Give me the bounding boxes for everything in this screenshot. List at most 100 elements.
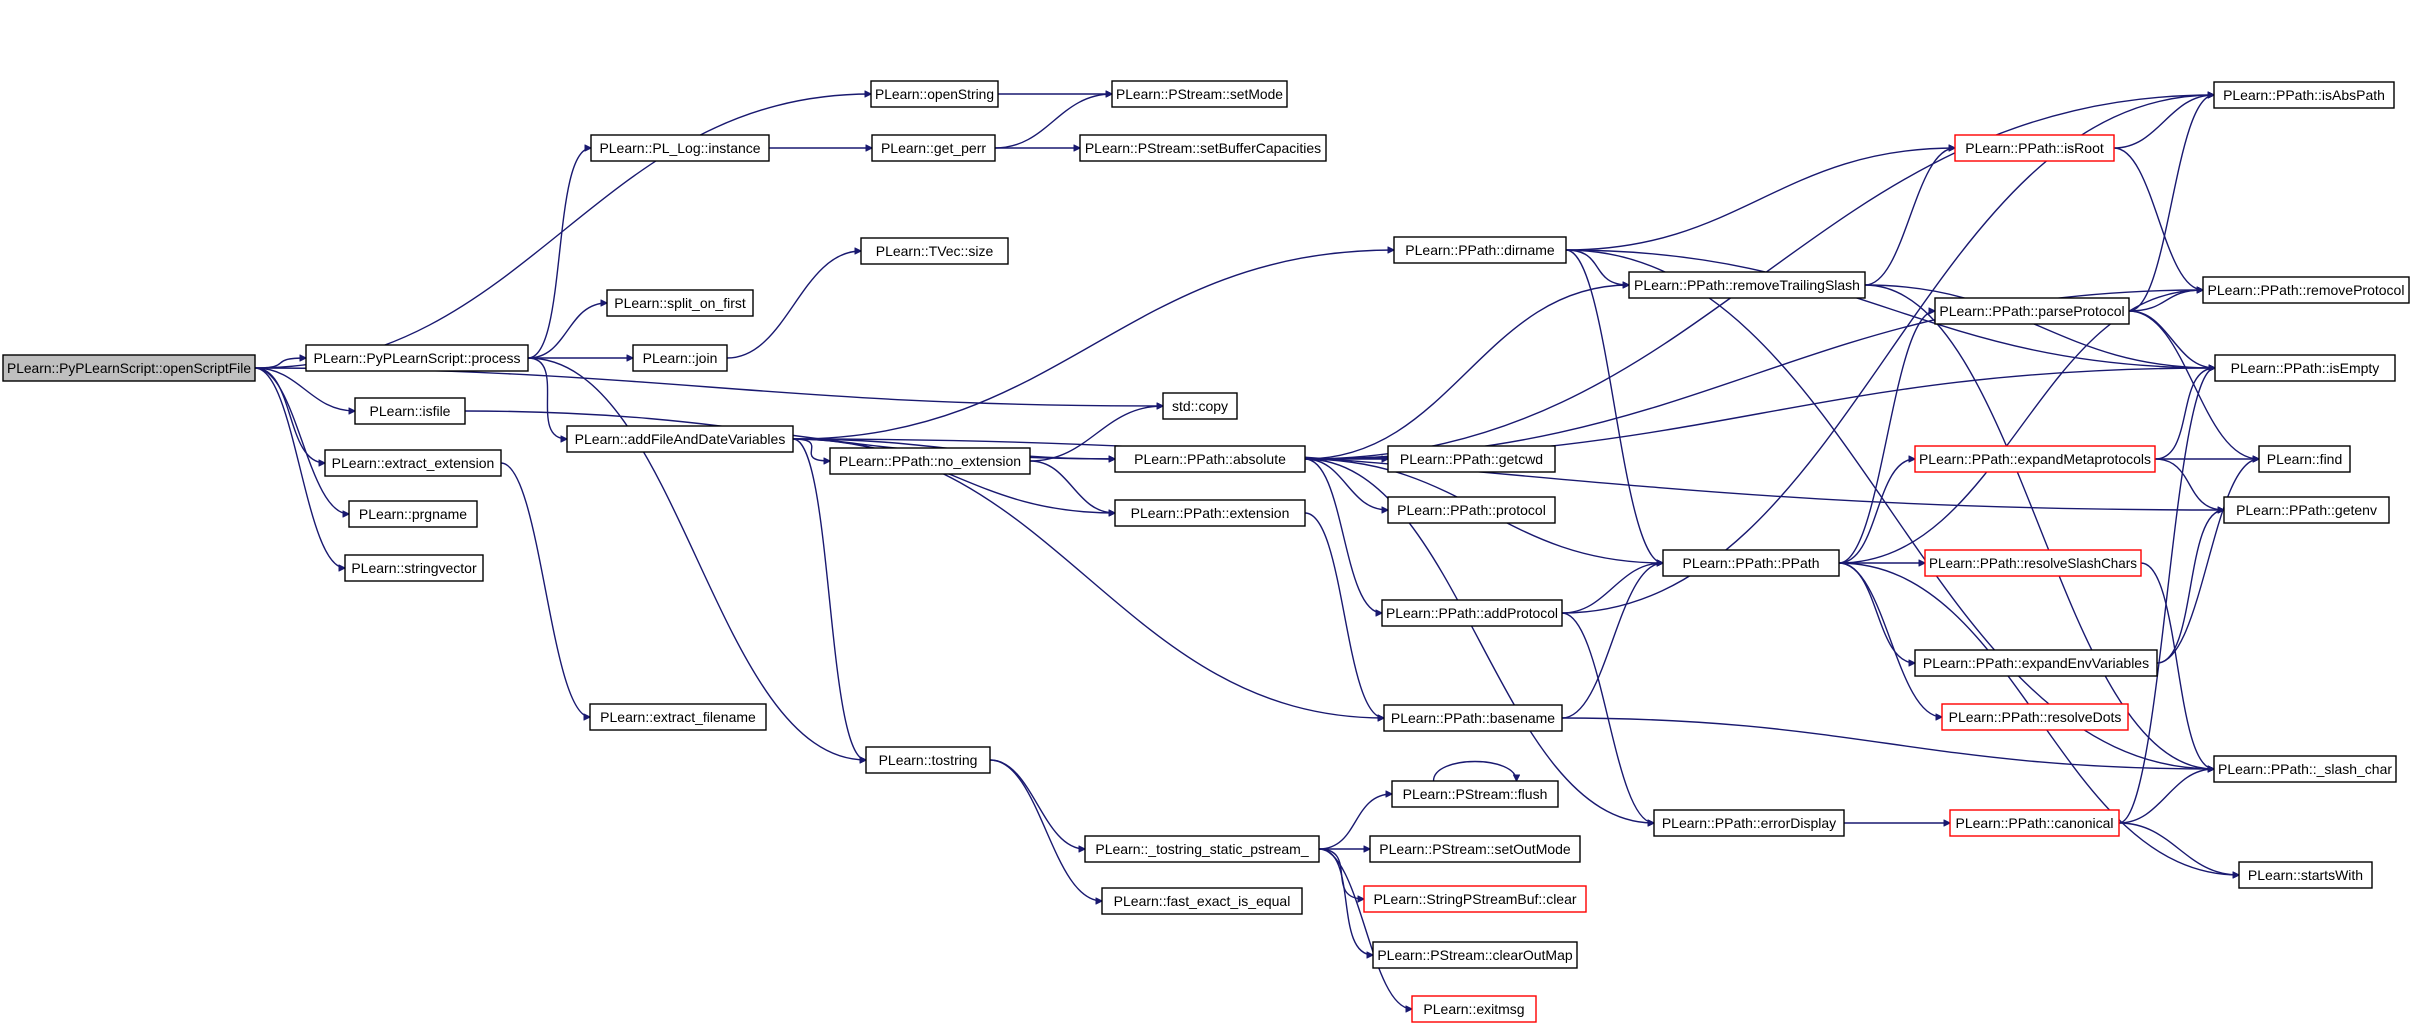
node-StringPStreamBuf_clear[interactable]: PLearn::StringPStreamBuf::clear: [1363, 885, 1587, 913]
node-box-startsWith[interactable]: [2238, 861, 2373, 889]
node-box-setMode[interactable]: [1111, 80, 1288, 108]
node-setBufferCapacities[interactable]: PLearn::PStream::setBufferCapacities: [1079, 134, 1327, 162]
node-box-addFileAndDateVariables[interactable]: [566, 425, 794, 453]
node-box-protocol[interactable]: [1387, 496, 1556, 524]
node-box-tostring[interactable]: [865, 746, 991, 774]
node-removeProtocol[interactable]: PLearn::PPath::removeProtocol: [2202, 276, 2410, 304]
node-find[interactable]: PLearn::find: [2258, 445, 2351, 473]
node-box-PPath[interactable]: [1662, 549, 1840, 577]
node-box-isEmpty[interactable]: [2214, 354, 2396, 382]
node-box-StringPStreamBuf_clear[interactable]: [1363, 885, 1587, 913]
node-tostring_static_pstream[interactable]: PLearn::_tostring_static_pstream_: [1084, 835, 1320, 863]
node-protocol[interactable]: PLearn::PPath::protocol: [1387, 496, 1556, 524]
node-box-dirname[interactable]: [1393, 236, 1567, 264]
node-clearOutMap[interactable]: PLearn::PStream::clearOutMap: [1372, 941, 1578, 969]
node-absolute[interactable]: PLearn::PPath::absolute: [1114, 445, 1306, 473]
node-box-addProtocol[interactable]: [1381, 599, 1563, 627]
node-parseProtocol[interactable]: PLearn::PPath::parseProtocol: [1934, 297, 2130, 325]
node-box-prgname[interactable]: [348, 500, 478, 528]
node-slash_char[interactable]: PLearn::PPath::_slash_char: [2213, 755, 2397, 783]
node-extract_filename[interactable]: PLearn::extract_filename: [589, 703, 767, 731]
node-canonical[interactable]: PLearn::PPath::canonical: [1949, 809, 2120, 837]
node-box-split_on_first[interactable]: [606, 289, 754, 317]
node-resolveDots[interactable]: PLearn::PPath::resolveDots: [1941, 703, 2129, 731]
node-resolveSlashChars[interactable]: PLearn::PPath::resolveSlashChars: [1924, 549, 2142, 577]
node-stringvector[interactable]: PLearn::stringvector: [344, 554, 484, 582]
node-box-extension[interactable]: [1114, 499, 1306, 527]
node-box-canonical[interactable]: [1949, 809, 2120, 837]
node-box-isRoot[interactable]: [1954, 134, 2115, 162]
node-box-get_perr[interactable]: [871, 134, 996, 162]
node-exitmsg[interactable]: PLearn::exitmsg: [1411, 995, 1537, 1023]
node-box-getcwd[interactable]: [1387, 445, 1556, 473]
node-PPath[interactable]: PLearn::PPath::PPath: [1662, 549, 1840, 577]
node-get_perr[interactable]: PLearn::get_perr: [871, 134, 996, 162]
node-box-no_extension[interactable]: [829, 447, 1031, 475]
node-box-parseProtocol[interactable]: [1934, 297, 2130, 325]
node-expandMetaprotocols[interactable]: PLearn::PPath::expandMetaprotocols: [1914, 445, 2156, 473]
node-tostring[interactable]: PLearn::tostring: [865, 746, 991, 774]
node-box-removeTrailingSlash[interactable]: [1628, 271, 1866, 299]
node-extract_extension[interactable]: PLearn::extract_extension: [324, 449, 502, 477]
node-no_extension[interactable]: PLearn::PPath::no_extension: [829, 447, 1031, 475]
node-box-resolveSlashChars[interactable]: [1924, 549, 2142, 577]
node-flush[interactable]: PLearn::PStream::flush: [1391, 780, 1559, 808]
node-box-removeProtocol[interactable]: [2202, 276, 2410, 304]
node-openString[interactable]: PLearn::openString: [870, 80, 999, 108]
node-addProtocol[interactable]: PLearn::PPath::addProtocol: [1381, 599, 1563, 627]
node-box-extract_filename[interactable]: [589, 703, 767, 731]
node-box-absolute[interactable]: [1114, 445, 1306, 473]
node-PL_Log_instance[interactable]: PLearn::PL_Log::instance: [590, 134, 770, 162]
node-errorDisplay[interactable]: PLearn::PPath::errorDisplay: [1653, 809, 1845, 837]
node-isEmpty[interactable]: PLearn::PPath::isEmpty: [2214, 354, 2396, 382]
node-TVec_size[interactable]: PLearn::TVec::size: [860, 237, 1009, 265]
node-box-find[interactable]: [2258, 445, 2351, 473]
node-dirname[interactable]: PLearn::PPath::dirname: [1393, 236, 1567, 264]
node-removeTrailingSlash[interactable]: PLearn::PPath::removeTrailingSlash: [1628, 271, 1866, 299]
node-box-errorDisplay[interactable]: [1653, 809, 1845, 837]
node-box-resolveDots[interactable]: [1941, 703, 2129, 731]
node-box-tostring_static_pstream[interactable]: [1084, 835, 1320, 863]
node-box-basename[interactable]: [1383, 704, 1563, 732]
node-getenv[interactable]: PLearn::PPath::getenv: [2223, 496, 2390, 524]
node-box-exitmsg[interactable]: [1411, 995, 1537, 1023]
node-box-extract_extension[interactable]: [324, 449, 502, 477]
node-extension[interactable]: PLearn::PPath::extension: [1114, 499, 1306, 527]
node-box-stringvector[interactable]: [344, 554, 484, 582]
node-expandEnvVariables[interactable]: PLearn::PPath::expandEnvVariables: [1914, 649, 2158, 677]
node-prgname[interactable]: PLearn::prgname: [348, 500, 478, 528]
node-box-setBufferCapacities[interactable]: [1079, 134, 1327, 162]
node-isRoot[interactable]: PLearn::PPath::isRoot: [1954, 134, 2115, 162]
node-setOutMode[interactable]: PLearn::PStream::setOutMode: [1369, 835, 1581, 863]
node-box-process[interactable]: [305, 344, 529, 372]
node-box-expandMetaprotocols[interactable]: [1914, 445, 2156, 473]
node-box-join[interactable]: [632, 344, 728, 372]
node-box-TVec_size[interactable]: [860, 237, 1009, 265]
node-getcwd[interactable]: PLearn::PPath::getcwd: [1387, 445, 1556, 473]
node-box-flush[interactable]: [1391, 780, 1559, 808]
node-split_on_first[interactable]: PLearn::split_on_first: [606, 289, 754, 317]
node-box-openScriptFile[interactable]: [2, 354, 256, 382]
node-addFileAndDateVariables[interactable]: PLearn::addFileAndDateVariables: [566, 425, 794, 453]
node-box-slash_char[interactable]: [2213, 755, 2397, 783]
node-fast_exact_is_equal[interactable]: PLearn::fast_exact_is_equal: [1101, 887, 1303, 915]
node-box-expandEnvVariables[interactable]: [1914, 649, 2158, 677]
node-box-setOutMode[interactable]: [1369, 835, 1581, 863]
node-box-isAbsPath[interactable]: [2213, 81, 2395, 109]
node-box-openString[interactable]: [870, 80, 999, 108]
node-setMode[interactable]: PLearn::PStream::setMode: [1111, 80, 1288, 108]
node-box-isfile[interactable]: [354, 397, 466, 425]
node-basename[interactable]: PLearn::PPath::basename: [1383, 704, 1563, 732]
node-box-clearOutMap[interactable]: [1372, 941, 1578, 969]
node-openScriptFile[interactable]: PLearn::PyPLearnScript::openScriptFile: [2, 354, 256, 382]
node-startsWith[interactable]: PLearn::startsWith: [2238, 861, 2373, 889]
node-box-fast_exact_is_equal[interactable]: [1101, 887, 1303, 915]
node-std_copy[interactable]: std::copy: [1162, 392, 1238, 420]
node-isAbsPath[interactable]: PLearn::PPath::isAbsPath: [2213, 81, 2395, 109]
node-box-PL_Log_instance[interactable]: [590, 134, 770, 162]
node-box-getenv[interactable]: [2223, 496, 2390, 524]
node-box-std_copy[interactable]: [1162, 392, 1238, 420]
node-isfile[interactable]: PLearn::isfile: [354, 397, 466, 425]
node-process[interactable]: PLearn::PyPLearnScript::process: [305, 344, 529, 372]
node-join[interactable]: PLearn::join: [632, 344, 728, 372]
